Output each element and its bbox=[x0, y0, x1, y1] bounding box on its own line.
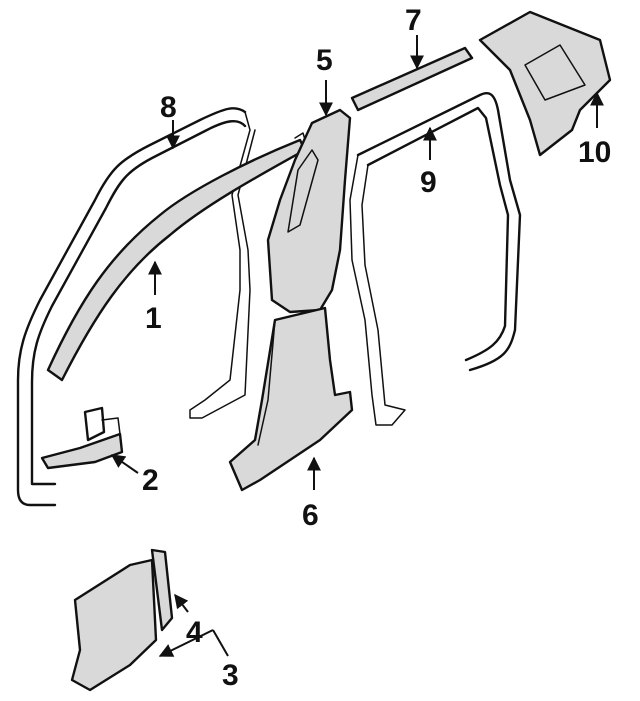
callout-9: 9 bbox=[420, 166, 437, 199]
leader-2 bbox=[110, 454, 139, 474]
front-door-weatherstrip bbox=[16, 107, 256, 507]
callout-4: 4 bbox=[186, 616, 203, 649]
callout-1: 1 bbox=[145, 302, 162, 335]
roof-rail-molding bbox=[350, 46, 474, 112]
rear-door-weatherstrip bbox=[349, 91, 522, 426]
callout-8: 8 bbox=[160, 91, 177, 124]
callout-6: 6 bbox=[302, 499, 319, 532]
quarter-window-trim bbox=[478, 10, 612, 157]
callout-7: 7 bbox=[405, 4, 422, 37]
leader-3b bbox=[212, 629, 229, 657]
lower-pillar-molding bbox=[150, 548, 174, 632]
callout-2: 2 bbox=[142, 464, 159, 497]
callout-10: 10 bbox=[578, 136, 611, 169]
leader-4 bbox=[174, 593, 189, 613]
center-pillar-lower-trim bbox=[228, 306, 354, 492]
callout-labels: 8 1 2 5 6 7 9 10 4 3 bbox=[142, 4, 611, 692]
leader-3a bbox=[158, 629, 214, 657]
callout-leaders bbox=[110, 35, 604, 657]
lower-quarter-trim bbox=[70, 558, 158, 692]
kick-panel-bracket bbox=[40, 406, 124, 470]
callout-3: 3 bbox=[222, 659, 239, 692]
callout-5: 5 bbox=[316, 44, 333, 77]
center-pillar-upper-trim bbox=[266, 108, 352, 314]
